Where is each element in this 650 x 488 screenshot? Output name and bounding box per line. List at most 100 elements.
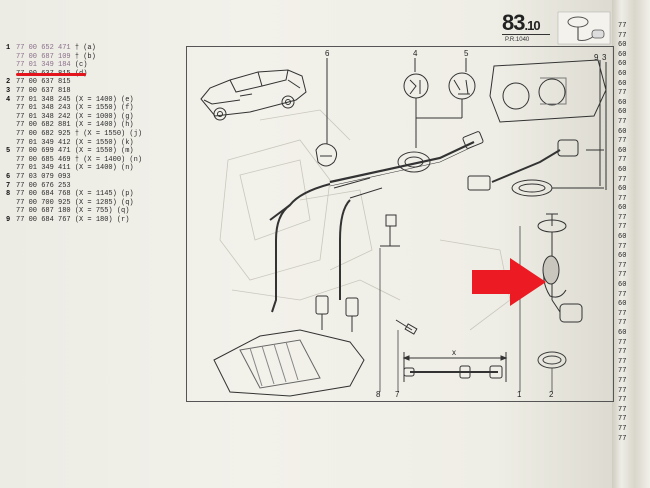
part-note: (X = 1400) (h) <box>74 121 134 130</box>
part-note: † (X = 1400) (n) <box>74 155 143 164</box>
section-number: 83.10 <box>502 10 541 36</box>
label-x: x <box>452 348 456 357</box>
part-number: 77 00 687 180 <box>16 207 71 216</box>
part-note: † (a) <box>74 44 96 52</box>
edge-code: 60 <box>618 300 627 309</box>
edge-code: 60 <box>618 60 627 69</box>
diagram-frame <box>186 46 614 402</box>
parts-list-row: 77 01 348 242 (X = 1000) (g) <box>6 113 142 122</box>
item-number: 3 <box>6 86 11 95</box>
edge-code: 77 <box>618 242 627 251</box>
label-2: 2 <box>549 390 554 399</box>
page-ref: P.R.1040 <box>505 37 530 43</box>
car-icon <box>200 69 307 121</box>
part-number: 77 01 349 184 <box>16 61 71 70</box>
edge-code: 77 <box>618 137 627 146</box>
edge-code: 60 <box>618 41 627 50</box>
label-5: 5 <box>464 49 469 58</box>
edge-code: 60 <box>618 233 627 242</box>
parts-list-row: 3 77 00 637 818 <box>6 87 142 96</box>
edge-code: 77 <box>618 424 627 433</box>
edge-code: 77 <box>618 405 627 414</box>
part-note: (X = 1550) (f) <box>74 104 134 113</box>
part-note: † (b) <box>74 52 96 61</box>
red-arrow-icon <box>472 258 546 306</box>
part-number: 77 00 682 925 <box>16 129 71 138</box>
edge-code: 60 <box>618 146 627 155</box>
part-number: 77 00 676 253 <box>16 181 71 190</box>
edge-code: 77 <box>618 386 627 395</box>
edge-code: 77 <box>618 367 627 376</box>
item-number: 9 <box>6 215 11 224</box>
part-number: 77 01 349 411 <box>16 164 71 173</box>
label-3: 3 <box>602 53 607 62</box>
part-number: 77 00 687 109 <box>16 52 71 61</box>
part-number: 77 01 349 412 <box>16 138 71 147</box>
label-6: 6 <box>325 49 330 58</box>
parts-list-row: 77 00 700 925 (X = 1285) (q) <box>6 199 142 208</box>
highlight-underline <box>16 73 86 76</box>
item-number: 5 <box>6 147 11 156</box>
part-note: (X = 1400) (e) <box>74 95 134 104</box>
part-note: (X = 180) (r) <box>74 215 130 224</box>
part-note: (X = 1550) (k) <box>74 138 134 147</box>
edge-code: 77 <box>618 156 627 165</box>
edge-code: 77 <box>618 348 627 357</box>
item-number: 7 <box>6 181 11 190</box>
part-number: 77 00 637 818 <box>16 86 71 95</box>
parts-list-row: 5 77 00 699 471 (X = 1550) (m) <box>6 147 142 156</box>
part-number: 77 00 699 471 <box>16 147 71 156</box>
parts-list-row: 77 00 682 925 † (X = 1550) (j) <box>6 130 142 139</box>
part-number: 77 00 684 767 <box>16 215 71 224</box>
edge-code: 77 <box>618 89 627 98</box>
edge-code: 77 <box>618 338 627 347</box>
edge-code: 77 <box>618 223 627 232</box>
item-number: 6 <box>6 172 11 181</box>
label-7: 7 <box>395 390 400 399</box>
item-number: 4 <box>6 95 11 104</box>
parts-list-row: 77 00 685 469 † (X = 1400) (n) <box>6 156 142 165</box>
section-sub: .10 <box>524 18 540 33</box>
edge-code: 77 <box>618 271 627 280</box>
label-4: 4 <box>413 49 418 58</box>
item-number: 8 <box>6 190 11 199</box>
part-number: 77 03 079 093 <box>16 172 71 181</box>
edge-code: 77 <box>618 309 627 318</box>
parts-list-row: 7 77 00 676 253 <box>6 182 142 191</box>
part-note: (X = 1145) (p) <box>74 190 134 199</box>
header-rule <box>502 34 550 35</box>
edge-code: 77 <box>618 213 627 222</box>
parts-list-row: 6 77 03 079 093 <box>6 173 142 182</box>
part-note: † (X = 1550) (j) <box>74 129 143 138</box>
part-number: 77 00 682 881 <box>16 121 71 130</box>
fuel-gauge-sender-icon <box>557 11 611 45</box>
edge-code: 77 <box>618 319 627 328</box>
parts-list-row: 77 01 349 412 (X = 1550) (k) <box>6 139 142 148</box>
parts-list-row: 77 00 687 180 (X = 755) (q) <box>6 207 142 216</box>
edge-code: 77 <box>618 175 627 184</box>
parts-list-row: 77 00 687 109 † (b) <box>6 53 142 62</box>
edge-code: 77 <box>618 415 627 424</box>
edge-code: 77 <box>618 396 627 405</box>
section-main: 83 <box>502 10 526 35</box>
part-number: 77 01 348 243 <box>16 104 71 113</box>
item-number: 2 <box>6 78 11 87</box>
edge-code: 60 <box>618 69 627 78</box>
edge-code: 77 <box>618 194 627 203</box>
edge-code: 77 <box>618 434 627 443</box>
part-number: 77 00 637 815 <box>16 78 71 87</box>
edge-code: 60 <box>618 50 627 59</box>
edge-code: 60 <box>618 127 627 136</box>
label-9: 9 <box>594 53 599 62</box>
edge-code: 60 <box>618 98 627 107</box>
part-number: 77 01 348 245 <box>16 95 71 104</box>
edge-code: 77 <box>618 357 627 366</box>
parts-list-row: 2 77 00 637 815 <box>6 78 142 87</box>
part-number: 77 01 348 242 <box>16 112 71 121</box>
part-note: (X = 1550) (m) <box>74 147 134 156</box>
